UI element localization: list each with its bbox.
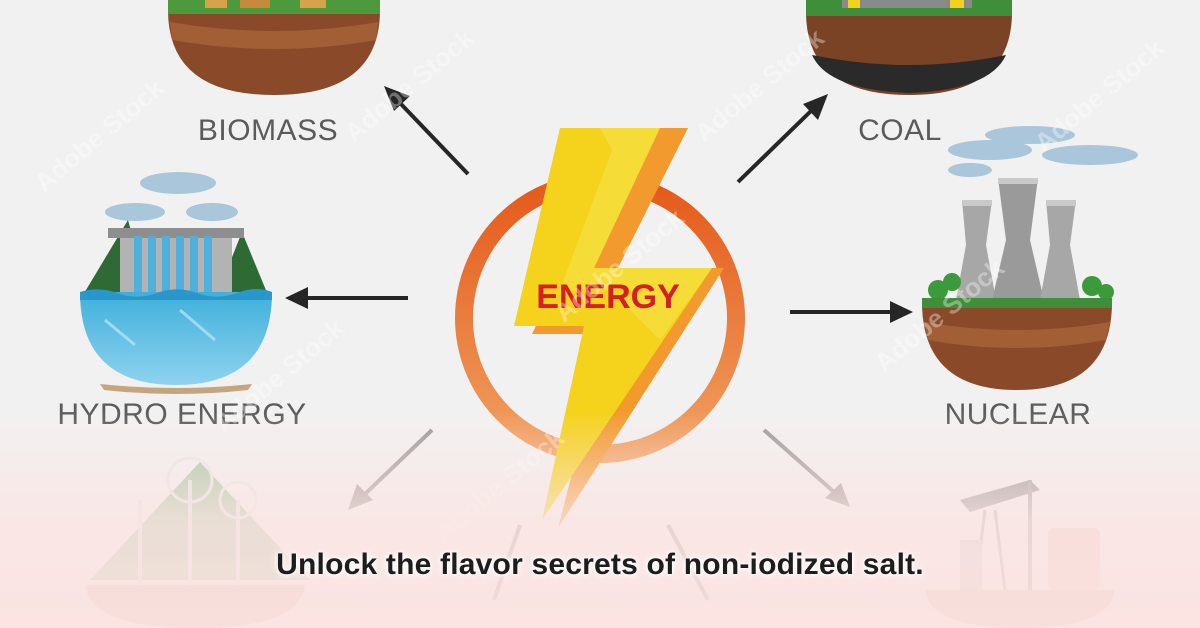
biomass-island xyxy=(168,0,380,95)
wind-island xyxy=(85,456,310,628)
label-hydro: HYDRO ENERGY xyxy=(57,398,306,431)
arrow-to-biomass-icon xyxy=(384,86,470,176)
hydro-island xyxy=(80,172,272,394)
caption: Unlock the flavor secrets of non-iodized… xyxy=(276,548,924,581)
center-label: ENERGY xyxy=(536,278,680,316)
energy-core: ENERGY xyxy=(455,128,745,528)
label-biomass: BIOMASS xyxy=(198,114,338,147)
label-coal: COAL xyxy=(858,114,942,147)
arrow-to-nuclear-icon xyxy=(790,301,913,323)
arrow-to-coal-icon xyxy=(736,94,828,184)
coal-island xyxy=(806,0,1012,95)
label-nuclear: NUCLEAR xyxy=(945,398,1092,431)
nuclear-island xyxy=(922,126,1138,390)
arrow-to-hydro-icon xyxy=(285,287,408,309)
